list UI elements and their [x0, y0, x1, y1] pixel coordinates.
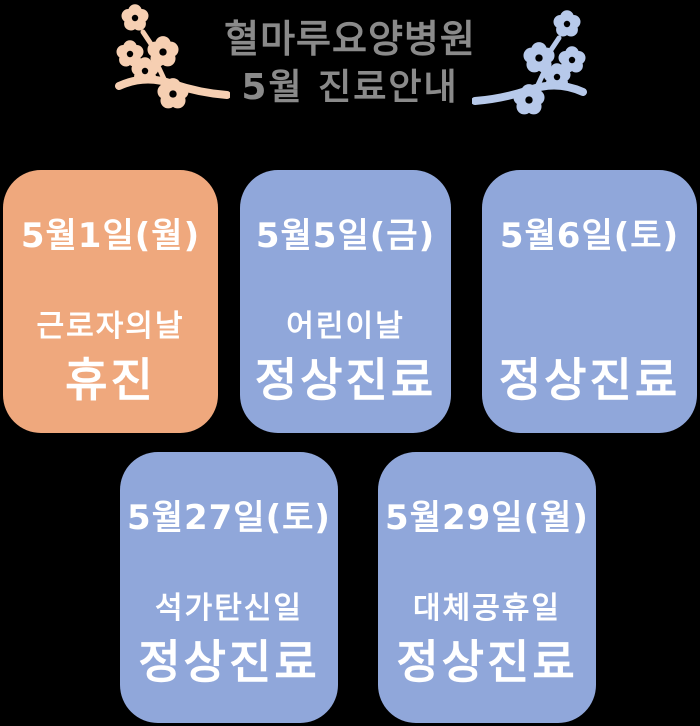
schedule-card-may1: 5월1일(월) 근로자의날 휴진 — [3, 170, 218, 433]
card-status: 정상진료 — [138, 635, 320, 689]
card-holiday-label: 석가탄신일 — [155, 591, 303, 626]
blossom-branch-right-icon — [472, 10, 587, 115]
card-holiday-label: 근로자의날 — [36, 309, 185, 344]
card-date: 5월1일(월) — [20, 216, 201, 256]
card-status: 정상진료 — [254, 353, 437, 407]
card-holiday-label: 어린이날 — [286, 309, 405, 344]
schedule-card-may29: 5월29일(월) 대체공휴일 정상진료 — [378, 452, 596, 723]
card-date: 5월29일(월) — [385, 498, 589, 538]
card-date: 5월6일(토) — [499, 216, 680, 256]
schedule-card-may5: 5월5일(금) 어린이날 정상진료 — [240, 170, 451, 433]
card-holiday-label: 대체공휴일 — [413, 591, 561, 626]
blossom-branch-left-icon — [115, 4, 230, 109]
poster-subtitle: 5월 진료안내 — [241, 67, 459, 108]
schedule-card-may6: 5월6일(토) 정상진료 — [482, 170, 697, 433]
card-status: 정상진료 — [396, 635, 578, 689]
card-date: 5월5일(금) — [255, 216, 436, 256]
card-status: 정상진료 — [498, 353, 681, 407]
schedule-card-may27: 5월27일(토) 석가탄신일 정상진료 — [120, 452, 338, 723]
hospital-name: 혈마루요양병원 — [224, 17, 476, 61]
card-status: 휴진 — [65, 353, 156, 407]
card-date: 5월27일(토) — [127, 498, 331, 538]
poster-title: 혈마루요양병원 5월 진료안내 — [0, 14, 700, 112]
